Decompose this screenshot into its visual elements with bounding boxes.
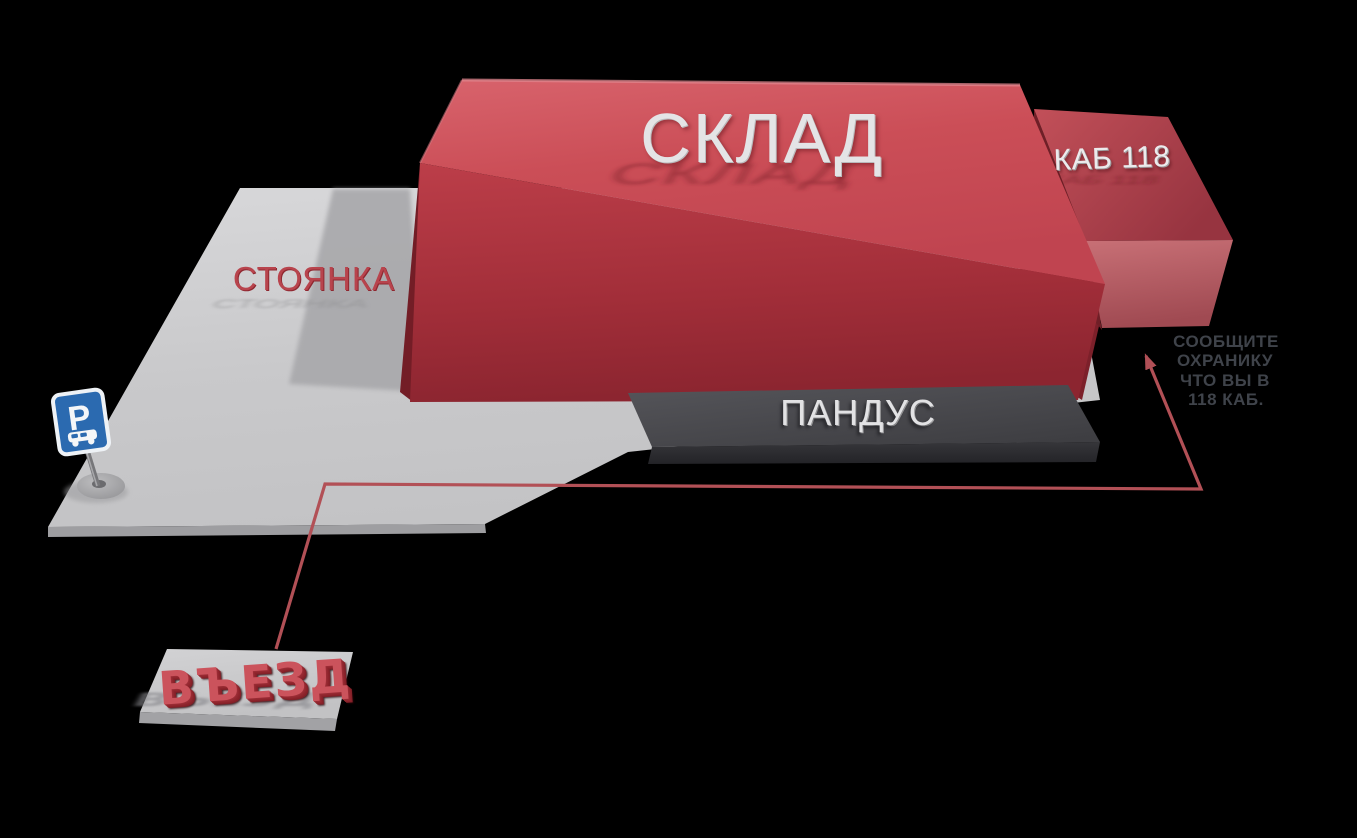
route-note-line-3: ЧТО ВЫ В [1180, 371, 1270, 390]
route-note-line-1: СООБЩИТЕ [1173, 332, 1279, 351]
parking-ground-edge [48, 524, 486, 537]
route-path [274, 353, 1204, 650]
office-label: КАБ 118 [1053, 140, 1171, 177]
warehouse-label-shadow: СКЛАД [603, 157, 864, 190]
entrance-slab [140, 649, 353, 719]
car-wheel-1 [72, 440, 79, 447]
parking-label: СТОЯНКА [233, 260, 395, 297]
ramp-label: ПАНДУС [780, 392, 936, 433]
warehouse-roof-left-highlight [419, 79, 463, 164]
entrance-label: ВЪЕЗД [157, 648, 354, 715]
route-note-line-2: ОХРАНИКУ [1177, 351, 1273, 370]
parking-sign-board: P [50, 387, 112, 457]
car-window-2 [80, 432, 87, 438]
office-label-shadow: КАБ 118 [1042, 173, 1162, 186]
parking-sign-pole [84, 449, 101, 487]
parking-label-shadow: СТОЯНКА [209, 297, 373, 311]
warehouse-roof [420, 80, 1105, 284]
office-roof [1034, 109, 1233, 241]
route-note: СООБЩИТЕ ОХРАНИКУ ЧТО ВЫ В 118 КАБ. [1173, 332, 1279, 409]
ramp-front [648, 442, 1100, 464]
entrance-label-shadow: ВЪЕЗД [128, 690, 323, 711]
car-window-1 [71, 433, 79, 439]
building-shadow-on-ground [289, 189, 424, 392]
ramp-top [628, 385, 1100, 447]
warehouse-front-wall [410, 163, 1105, 402]
route-note-line-4: 118 КАБ. [1188, 390, 1264, 409]
car-wheel-2 [88, 438, 95, 445]
warehouse-roof-highlight [461, 78, 1021, 87]
parking-sign: P [50, 387, 128, 503]
warehouse-label: СКЛАД [640, 99, 884, 177]
car-icon [67, 429, 98, 447]
entrance-slab-edge [139, 712, 337, 731]
parking-sign-pole-highlight [85, 449, 98, 487]
office-front-wall [1086, 240, 1233, 328]
